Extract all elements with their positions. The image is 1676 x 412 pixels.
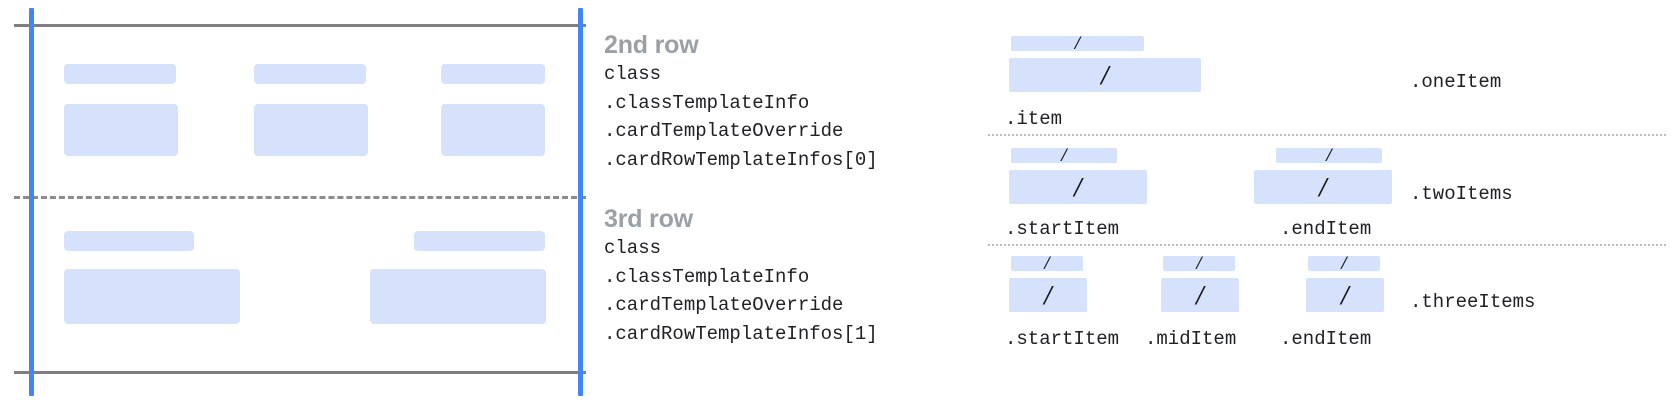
- one-item-slot-label-bar: /: [1011, 36, 1144, 51]
- row2-cell3-label-bar: [441, 64, 545, 84]
- two-items-end-body-bar: /: [1254, 170, 1392, 204]
- three-items-mid-body-bar: /: [1161, 278, 1239, 312]
- annotation-2nd-row-line-2: .classTemplateInfo: [604, 91, 810, 114]
- variant-divider-1: [988, 134, 1666, 136]
- row3-cell1-body-bar: [64, 269, 240, 324]
- row-boundary-bottom-rule: [14, 371, 586, 374]
- three-items-start-label-bar: /: [1011, 256, 1083, 271]
- annotation-2nd-row-line-1: class: [604, 63, 662, 85]
- one-item-slot-caption: .item: [1005, 108, 1063, 130]
- variant-label-two-items: .twoItems: [1410, 183, 1513, 205]
- row2-cell2-body-bar: [254, 104, 368, 156]
- row2-cell3-body-bar: [441, 104, 545, 156]
- three-items-end-label-bar: /: [1308, 256, 1380, 271]
- two-items-end-caption: .endItem: [1280, 218, 1372, 240]
- three-items-end-caption: .endItem: [1280, 328, 1372, 350]
- row3-cell2-label-bar: [414, 231, 545, 251]
- two-items-start-body-bar: /: [1009, 170, 1147, 204]
- row-boundary-top-rule: [14, 24, 586, 27]
- annotation-3rd-row-line-4: .cardRowTemplateInfos[1]: [604, 322, 878, 345]
- two-items-start-caption: .startItem: [1005, 218, 1120, 240]
- three-items-mid-caption: .midItem: [1145, 328, 1237, 350]
- one-item-slot-body-bar: /: [1009, 58, 1201, 92]
- annotation-3rd-row-title: 3rd row: [604, 205, 693, 233]
- variant-label-three-items: .threeItems: [1410, 291, 1536, 313]
- annotation-2nd-row: 2nd row class .classTemplateInfo .cardTe…: [604, 30, 878, 174]
- annotation-3rd-row: 3rd row class .classTemplateInfo .cardTe…: [604, 204, 878, 348]
- annotation-2nd-row-line-4: .cardRowTemplateInfos[0]: [604, 148, 878, 171]
- row3-cell2-body-bar: [370, 269, 546, 324]
- row-divider-dashed-rule: [14, 196, 586, 199]
- row-guide-right-blue-line: [578, 8, 583, 396]
- row2-cell1-label-bar: [64, 64, 176, 84]
- annotation-2nd-row-line-3: .cardTemplateOverride: [604, 120, 844, 142]
- annotation-3rd-row-line-1: class: [604, 237, 662, 259]
- row-item-variants-diagram: / / .item .oneItem / / .startItem / / .e…: [980, 0, 1676, 412]
- annotation-3rd-row-line-2: .classTemplateInfo: [604, 265, 810, 288]
- row2-cell2-label-bar: [254, 64, 366, 84]
- variant-divider-2: [988, 244, 1666, 246]
- three-items-start-body-bar: /: [1009, 278, 1087, 312]
- row3-cell1-label-bar: [64, 231, 194, 251]
- two-items-start-label-bar: /: [1011, 148, 1117, 163]
- two-items-end-label-bar: /: [1276, 148, 1382, 163]
- row-guide-left-blue-line: [29, 8, 34, 396]
- row2-cell1-body-bar: [64, 104, 178, 156]
- annotation-3rd-row-line-3: .cardTemplateOverride: [604, 294, 844, 316]
- annotation-2nd-row-title: 2nd row: [604, 31, 699, 59]
- three-items-start-caption: .startItem: [1005, 328, 1120, 350]
- three-items-mid-label-bar: /: [1163, 256, 1235, 271]
- card-row-layout-diagram: [0, 0, 600, 412]
- three-items-end-body-bar: /: [1306, 278, 1384, 312]
- variant-label-one-item: .oneItem: [1410, 71, 1502, 93]
